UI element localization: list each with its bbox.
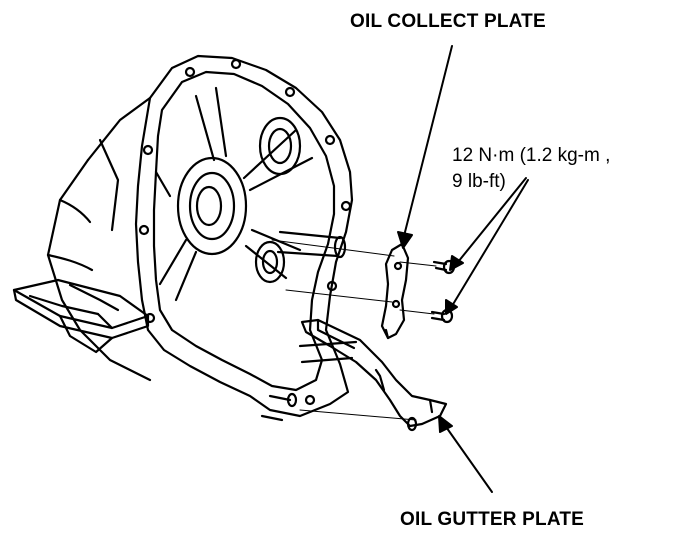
bearing-bores [176,116,302,284]
oil-gutter-plate [300,318,448,432]
shaft-stubs [276,230,358,364]
label-oil-gutter-plate: OIL GUTTER PLATE [400,509,585,530]
transmission-case [46,96,152,382]
label-oil-collect-plate: OIL COLLECT PLATE [350,11,546,32]
label-torque-line-1: 12 N·m (1.2 kg-m , [452,145,611,166]
label-torque-line-2: 9 lb-ft) [452,171,506,192]
alignment-lines [271,239,437,421]
leader-arrows [397,45,529,493]
oil-collect-plate [380,242,410,340]
housing-bolts [260,392,298,422]
mounting-bracket [12,278,150,354]
